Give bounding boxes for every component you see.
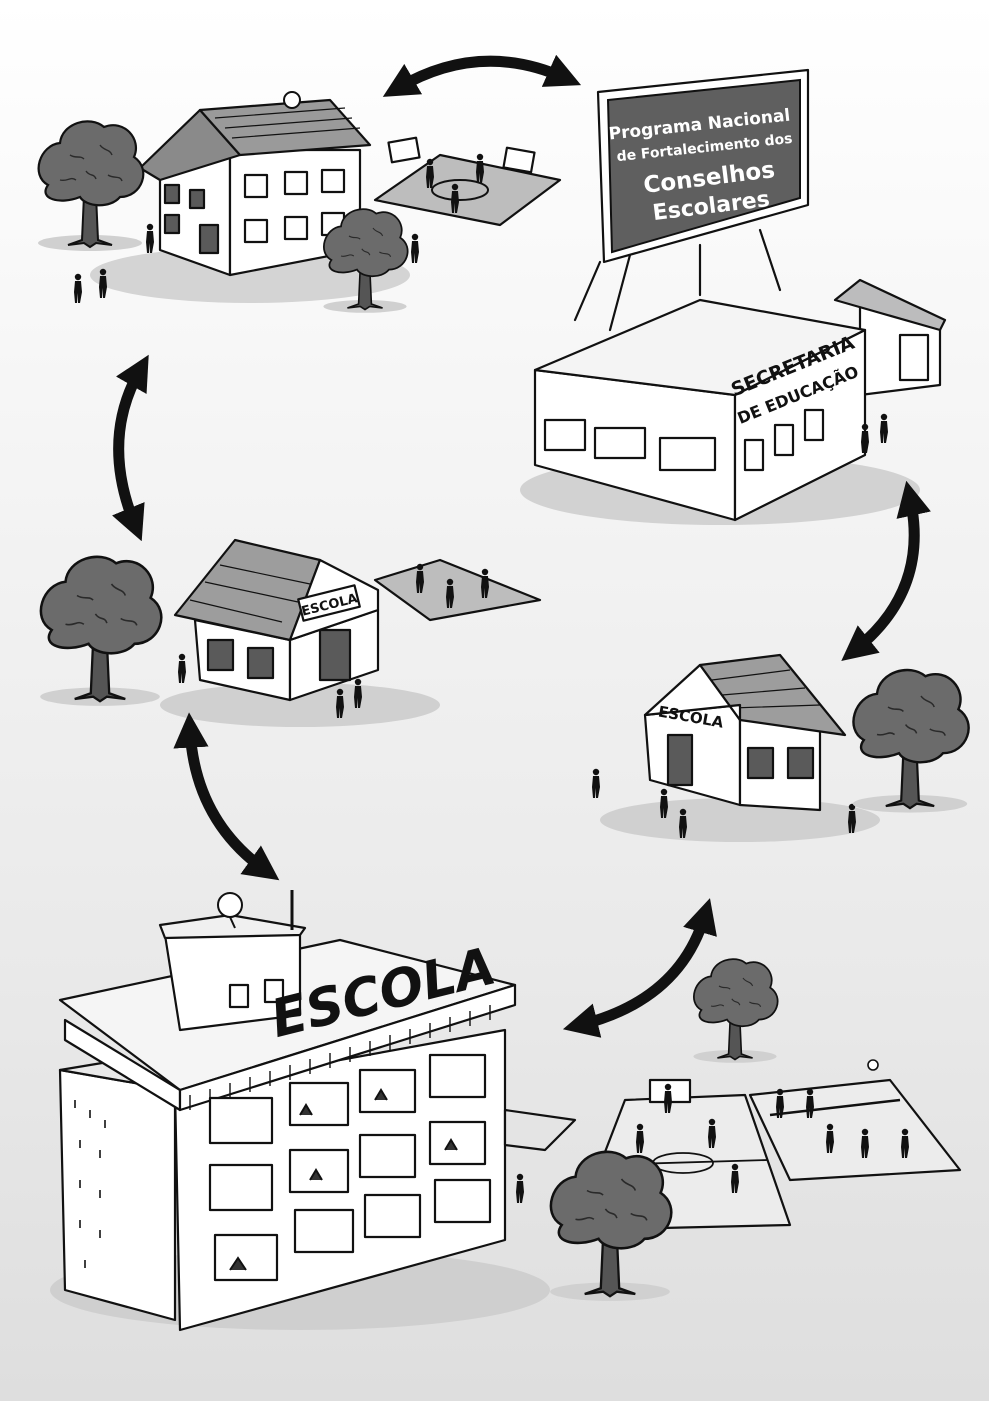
double-arrow-icon — [112, 354, 149, 542]
school-top-left — [74, 91, 562, 303]
satellite-dish-icon — [217, 892, 243, 929]
tree-icon — [548, 1150, 673, 1303]
school-large: ESCOLA — [50, 890, 577, 1332]
double-arrow-icon — [562, 898, 717, 1038]
tree-icon — [851, 668, 970, 814]
tree-icon — [36, 120, 145, 253]
tree-icon — [692, 958, 779, 1064]
windows — [208, 1053, 492, 1282]
secretaria-building: SECRETARIA DE EDUCAÇÃO — [520, 278, 947, 525]
double-arrow-icon — [173, 712, 280, 881]
satellite-dish-icon — [283, 91, 301, 109]
school-middle-right: ESCOLA — [592, 653, 880, 842]
tree-icon — [38, 555, 163, 708]
billboard: Programa Nacional de Fortalecimento dos … — [573, 68, 810, 332]
double-arrow-icon — [382, 54, 582, 97]
billboard-panel — [606, 78, 801, 254]
double-arrow-icon — [841, 480, 931, 662]
school-middle-left: ESCOLA — [160, 538, 542, 727]
